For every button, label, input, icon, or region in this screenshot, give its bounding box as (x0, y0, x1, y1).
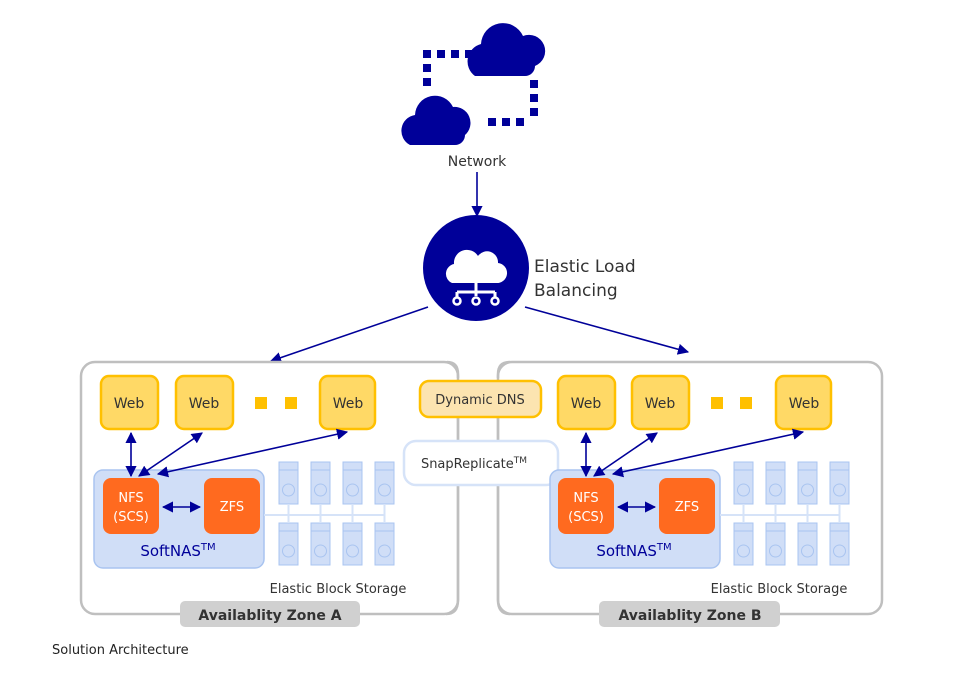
elb-label-line1: Elastic Load (534, 257, 636, 277)
web-label: Web (571, 396, 602, 412)
zone-a-label: Availablity Zone A (198, 608, 341, 624)
nfs-box (558, 478, 614, 534)
softnas-label: SoftNASTM (140, 542, 215, 560)
ebs-label: Elastic Block Storage (270, 582, 407, 597)
snapreplicate-box (402, 439, 560, 487)
disk-icon (829, 522, 850, 566)
snapreplicate-label: SnapReplicateTM (421, 456, 527, 472)
web-nfs-arrow (156, 428, 349, 478)
nfs-label: NFS (118, 491, 143, 506)
disk-icon (278, 461, 299, 505)
zone-b-label-box (599, 601, 780, 627)
ellipsis-dot (740, 397, 752, 409)
cloud-network-icon (423, 215, 529, 321)
disk-icon (374, 522, 395, 566)
ebs-label: Elastic Block Storage (711, 582, 848, 597)
elb-to-zone-a-arrow (269, 306, 429, 364)
ebs-disks (720, 461, 850, 566)
web-label: Web (333, 396, 364, 412)
zone-a-label-box (180, 601, 360, 627)
disk-icon (733, 461, 754, 505)
ellipsis-dot (255, 397, 267, 409)
disk-icon (310, 522, 331, 566)
elb-to-zone-b-arrow (524, 306, 690, 355)
disk-icon (342, 522, 363, 566)
nfs-label: (SCS) (568, 510, 604, 525)
nfs-label: (SCS) (113, 510, 149, 525)
zfs-box (659, 478, 715, 534)
dynamic-dns-label: Dynamic DNS (435, 393, 524, 408)
zone-b: Web Web Web NFS (SCS) ZFS SoftNASTM Elas… (549, 374, 850, 627)
dynamic-dns-box (418, 379, 543, 419)
elb-label-line2: Balancing (534, 281, 618, 301)
disk-icon (342, 461, 363, 505)
web-label: Web (645, 396, 676, 412)
nfs-box (103, 478, 159, 534)
disk-icon (829, 461, 850, 505)
ellipsis-dot (285, 397, 297, 409)
ebs-disks (264, 461, 395, 566)
web-nfs-arrow (611, 428, 805, 478)
network-clouds-icon (401, 23, 546, 145)
zfs-box (204, 478, 260, 534)
web-label: Web (114, 396, 145, 412)
softnas-label: SoftNASTM (596, 542, 671, 560)
web-server-box (99, 374, 160, 431)
network-label: Network (448, 154, 507, 170)
web-server-box (556, 374, 617, 431)
zone-a-edge (445, 360, 460, 616)
disk-icon (797, 461, 818, 505)
disk-icon (733, 522, 754, 566)
disk-icon (310, 461, 331, 505)
web-label: Web (189, 396, 220, 412)
web-label: Web (789, 396, 820, 412)
zone-b-label: Availablity Zone B (618, 608, 761, 624)
disk-icon (278, 522, 299, 566)
disk-icon (765, 461, 786, 505)
disk-icon (765, 522, 786, 566)
zone-b-edge (496, 360, 511, 616)
nfs-label: NFS (573, 491, 598, 506)
zone-a: Web Web Web NFS (SCS) ZFS SoftNASTM Elas… (93, 374, 407, 627)
figure-caption: Solution Architecture (52, 643, 189, 658)
ellipsis-dot (711, 397, 723, 409)
zfs-label: ZFS (220, 500, 244, 515)
disk-icon (374, 461, 395, 505)
zfs-label: ZFS (675, 500, 699, 515)
disk-icon (797, 522, 818, 566)
